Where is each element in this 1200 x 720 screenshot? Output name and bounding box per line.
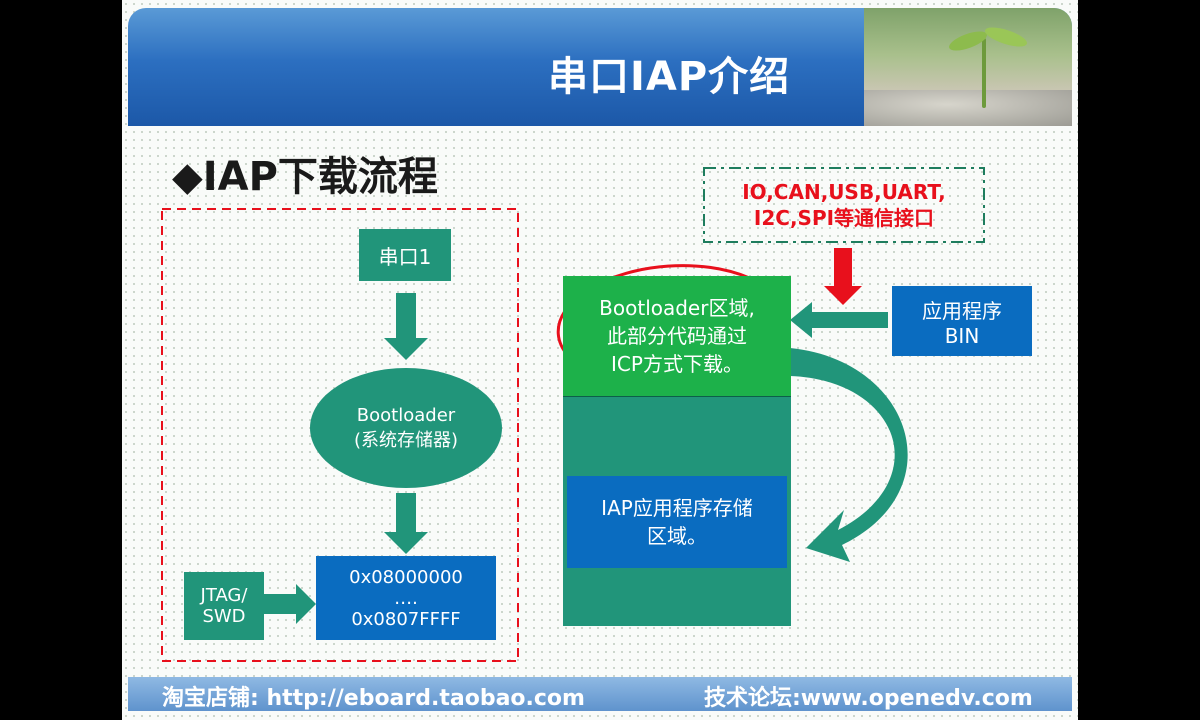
- flash-address-dots: ….: [394, 587, 418, 609]
- header-banner: 串口IAP介绍: [128, 8, 1072, 126]
- jtag-swd-box: JTAG/ SWD: [184, 572, 264, 640]
- footer-bar: 淘宝店铺: http://eboard.taobao.com 技术论坛:www.…: [128, 677, 1072, 711]
- flash-address-end: 0x0807FFFF: [351, 608, 461, 630]
- flash-address-box: 0x08000000 …. 0x0807FFFF: [316, 556, 496, 640]
- arrow-bootloader-to-flash: [384, 493, 428, 554]
- app-bin-line2: BIN: [944, 323, 980, 348]
- seedling-stem: [982, 38, 986, 108]
- flash-address-start: 0x08000000: [349, 566, 463, 588]
- stone-shape: [864, 90, 1072, 126]
- arrow-comm-down: [824, 248, 862, 305]
- app-bin-box: 应用程序 BIN: [892, 286, 1032, 356]
- bootloader-region: Bootloader区域, 此部分代码通过 ICP方式下载。: [563, 276, 791, 396]
- comm-label-line1: IO,CAN,USB,UART,: [742, 180, 946, 204]
- bootloader-ellipse: Bootloader (系统存储器): [310, 368, 502, 488]
- serial-port-box: 串口1: [359, 229, 451, 281]
- jtag-label-line1: JTAG/: [200, 585, 248, 606]
- jtag-label-line2: SWD: [202, 606, 246, 627]
- bootloader-label-line1: Bootloader: [356, 404, 456, 426]
- seedling-photo: [864, 8, 1072, 126]
- section-heading: ◆IAP下载流程: [172, 154, 438, 200]
- bootloader-region-line1: Bootloader区域,: [599, 296, 755, 320]
- iap-region-line2: 区域。: [647, 524, 707, 548]
- iap-app-region: IAP应用程序存储 区域。: [567, 476, 787, 568]
- app-bin-line1: 应用程序: [922, 298, 1002, 323]
- footer-shop-link[interactable]: 淘宝店铺: http://eboard.taobao.com: [162, 686, 585, 711]
- curved-arrow: [790, 348, 908, 562]
- footer-forum-link[interactable]: 技术论坛:www.openedv.com: [704, 686, 1033, 711]
- arrow-jtag-to-flash: [264, 584, 316, 624]
- bootloader-label-line2: (系统存储器): [353, 429, 459, 451]
- iap-region-line1: IAP应用程序存储: [601, 496, 753, 520]
- arrow-serial-to-bootloader: [384, 293, 428, 360]
- arrow-bin-to-memory: [790, 302, 888, 338]
- bootloader-region-line2: 此部分代码通过: [607, 324, 747, 348]
- serial-port-label: 串口1: [378, 244, 432, 269]
- comm-dashdot-frame: [703, 167, 985, 243]
- memory-divider-1: [563, 396, 791, 397]
- comm-interfaces-label: IO,CAN,USB,UART, I2C,SPI等通信接口: [708, 172, 980, 238]
- comm-label-line2: I2C,SPI等通信接口: [753, 206, 935, 230]
- slide-title: 串口IAP介绍: [548, 54, 791, 100]
- bootloader-region-line3: ICP方式下载。: [611, 352, 743, 376]
